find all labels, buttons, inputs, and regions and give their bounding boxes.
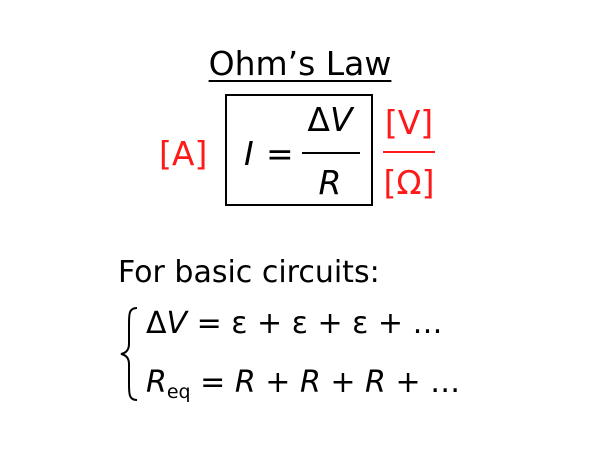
- rhs-term: +: [330, 365, 356, 400]
- rhs-term: R: [234, 365, 256, 400]
- formula-current-symbol: I: [244, 134, 254, 173]
- delta-symbol: Δ: [307, 100, 330, 139]
- rhs-term: R: [299, 365, 321, 400]
- voltage-unit: [V]: [384, 103, 434, 142]
- unit-fraction-bar: [383, 151, 435, 153]
- formula-denominator: R: [318, 163, 342, 202]
- rhs-term: =: [200, 365, 226, 400]
- left-brace-icon: [120, 307, 138, 401]
- resistance-sum-equation: Req = R + R + R + …: [146, 364, 460, 411]
- voltage-sum-equation: ΔV = ε + ε + ε + …: [146, 305, 443, 343]
- current-unit: [A]: [159, 134, 208, 173]
- basic-circuits-heading: For basic circuits:: [118, 255, 380, 290]
- slide-title: Ohm’s Law: [208, 44, 392, 83]
- delta-symbol: Δ: [146, 306, 167, 341]
- ohms-law-formula-box: [225, 94, 373, 206]
- voltage-sum-lhs: ΔV: [146, 306, 188, 341]
- rhs-term: + …: [395, 365, 461, 400]
- formula-fraction-bar: [302, 152, 360, 154]
- voltage-sum-rhs: = ε + ε + ε + …: [196, 306, 443, 341]
- formula-numerator: ΔV: [307, 100, 353, 139]
- equivalent-subscript: eq: [166, 381, 191, 403]
- resistance-unit: [Ω]: [383, 163, 435, 202]
- formula-equals-sign: =: [266, 134, 294, 173]
- rhs-term: R: [365, 365, 386, 400]
- resistance-sum-lhs: R: [146, 365, 167, 400]
- rhs-term: +: [265, 365, 291, 400]
